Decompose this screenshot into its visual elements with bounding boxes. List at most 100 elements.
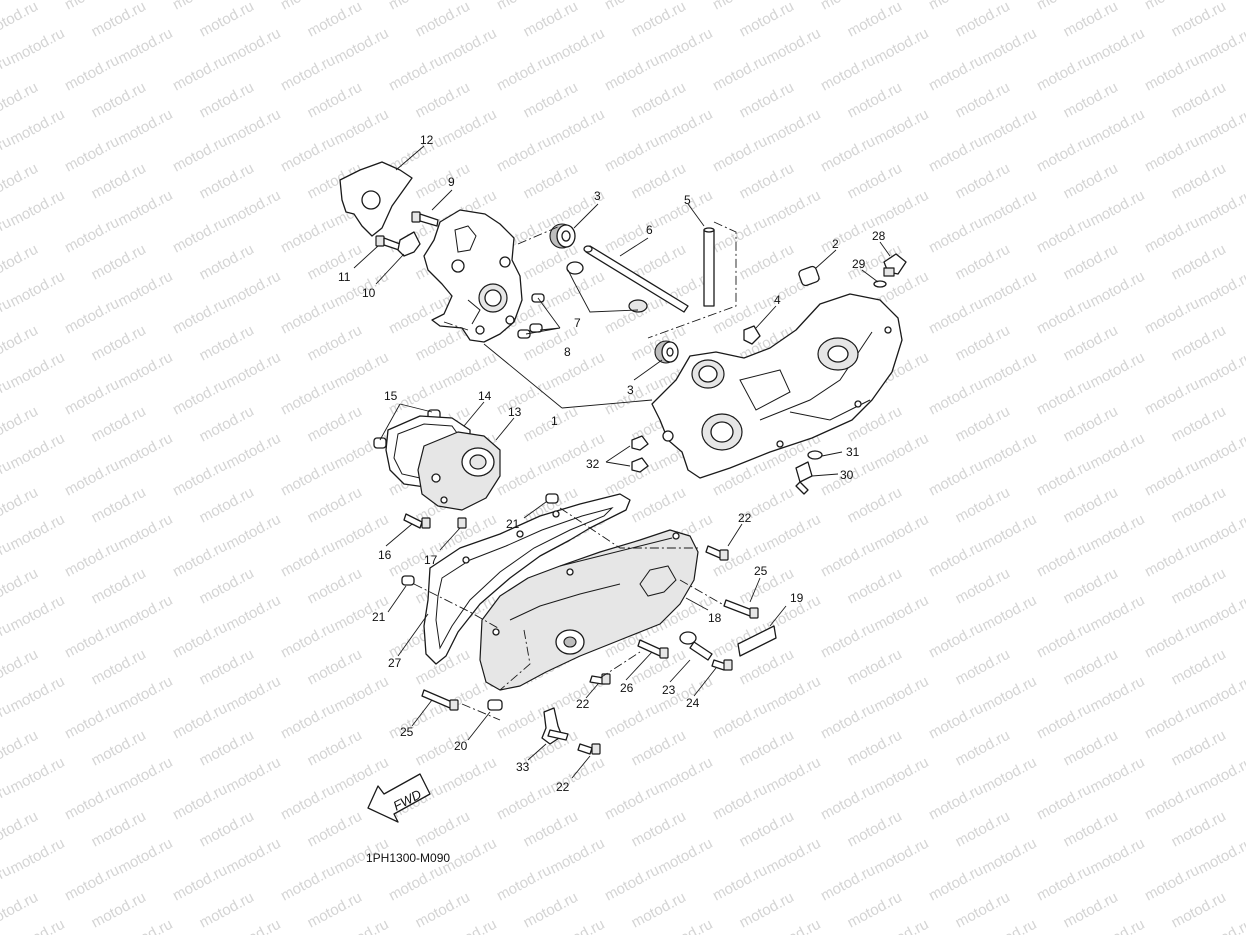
watermark-text: motod.ru xyxy=(926,781,986,824)
watermark-text: motod.ru xyxy=(89,484,149,527)
callout-25b: 25 xyxy=(400,725,414,739)
watermark-text: motod.ru xyxy=(278,538,338,581)
part-22-bolt-c xyxy=(577,743,601,755)
diagram-code: 1PH1300-M090 xyxy=(366,851,450,865)
watermark-text: motod.ru xyxy=(1195,916,1246,935)
callout-28: 28 xyxy=(872,229,886,243)
watermark-text: motod.ru xyxy=(1169,889,1229,932)
watermark-text: motod.ru xyxy=(979,916,1039,935)
watermark-text: motod.ru xyxy=(1195,268,1246,311)
part-8-dowels xyxy=(517,293,545,339)
part-24-bolt xyxy=(711,659,733,671)
part-22-bolt-a xyxy=(705,545,729,561)
watermark-text: motod.ru xyxy=(89,727,149,770)
watermark-text: motod.ru xyxy=(818,619,878,662)
watermark-text: motod.ru xyxy=(197,160,257,203)
watermark-text: motod.ru xyxy=(89,322,149,365)
watermark-text: motod.ru xyxy=(1195,349,1246,392)
watermark-text: motod.ru xyxy=(763,511,823,554)
watermark-text: motod.ru xyxy=(1034,619,1094,662)
watermark-text: motod.ru xyxy=(413,160,473,203)
watermark-text: motod.ru xyxy=(1195,835,1246,878)
watermark-text: motod.ru xyxy=(1169,808,1229,851)
watermark-text: motod.ru xyxy=(655,754,715,797)
watermark-text: motod.ru xyxy=(521,808,581,851)
watermark-text: motod.ru xyxy=(62,133,122,176)
callout-5: 5 xyxy=(684,193,691,207)
watermark-text: motod.ru xyxy=(170,214,230,257)
watermark-text: motod.ru xyxy=(1142,538,1202,581)
watermark-text: motod.ru xyxy=(1142,457,1202,500)
callout-22c: 22 xyxy=(556,780,570,794)
watermark-text: motod.ru xyxy=(305,484,365,527)
watermark-text: motod.ru xyxy=(1195,673,1246,716)
part-25-bolt-b xyxy=(421,689,459,711)
watermark-text: motod.ru xyxy=(1169,484,1229,527)
watermark-text: motod.ru xyxy=(305,727,365,770)
callout-15: 15 xyxy=(384,389,398,403)
callout-21b: 21 xyxy=(372,610,386,624)
watermark-text: motod.ru xyxy=(89,160,149,203)
watermark-text: motod.ru xyxy=(845,79,905,122)
watermark-text: motod.ru xyxy=(763,187,823,230)
watermark-text: motod.ru xyxy=(115,592,175,635)
part-27-gasket xyxy=(423,493,631,665)
watermark-text: motod.ru xyxy=(1142,214,1202,257)
watermark-text: motod.ru xyxy=(115,430,175,473)
watermark-text: motod.ru xyxy=(7,673,67,716)
part-18-crankcase-cover xyxy=(479,529,699,691)
watermark-text: motod.ru xyxy=(386,295,446,338)
watermark-text: motod.ru xyxy=(655,835,715,878)
watermark-text: motod.ru xyxy=(979,268,1039,311)
watermark-text: motod.ru xyxy=(62,295,122,338)
part-12-plate xyxy=(339,161,413,237)
watermark-text: motod.ru xyxy=(1034,295,1094,338)
watermark-text: motod.ru xyxy=(818,214,878,257)
watermark-text: motod.ru xyxy=(62,619,122,662)
watermark-text: motod.ru xyxy=(305,808,365,851)
watermark-text: motod.ru xyxy=(223,511,283,554)
watermark-text: motod.ru xyxy=(871,25,931,68)
watermark-text: motod.ru xyxy=(413,79,473,122)
callout-32: 32 xyxy=(586,457,600,471)
callout-33: 33 xyxy=(516,760,530,774)
watermark-text: motod.ru xyxy=(655,25,715,68)
watermark-text: motod.ru xyxy=(7,430,67,473)
watermark-text: motod.ru xyxy=(871,916,931,935)
watermark-text: motod.ru xyxy=(0,322,41,365)
watermark-text: motod.ru xyxy=(1169,403,1229,446)
part-10-clip xyxy=(397,231,421,257)
watermark-text: motod.ru xyxy=(1034,700,1094,743)
watermark-text: motod.ru xyxy=(1061,727,1121,770)
callout-30: 30 xyxy=(840,468,854,482)
watermark-text: motod.ru xyxy=(62,700,122,743)
watermark-text: motod.ru xyxy=(763,106,823,149)
watermark-text: motod.ru xyxy=(1034,133,1094,176)
watermark-text: motod.ru xyxy=(979,673,1039,716)
part-9-bolt xyxy=(411,211,439,227)
callout-8: 8 xyxy=(564,345,571,359)
watermark-text: motod.ru xyxy=(737,0,797,41)
watermark-text: motod.ru xyxy=(926,214,986,257)
watermark-text: motod.ru xyxy=(1195,430,1246,473)
watermark-text: motod.ru xyxy=(197,565,257,608)
part-4-fitting xyxy=(743,325,761,345)
watermark-text: motod.ru xyxy=(521,889,581,932)
watermark-text: motod.ru xyxy=(115,106,175,149)
watermark-text: motod.ru xyxy=(386,52,446,95)
watermark-text: motod.ru xyxy=(115,268,175,311)
watermark-text: motod.ru xyxy=(926,295,986,338)
watermark-text: motod.ru xyxy=(979,754,1039,797)
watermark-text: motod.ru xyxy=(547,349,607,392)
watermark-text: motod.ru xyxy=(979,187,1039,230)
part-33-bracket xyxy=(541,707,569,745)
watermark-text: motod.ru xyxy=(1169,0,1229,41)
watermark-text: motod.ru xyxy=(763,835,823,878)
watermark-text: motod.ru xyxy=(926,538,986,581)
watermark-text: motod.ru xyxy=(0,808,41,851)
watermark-text: motod.ru xyxy=(710,781,770,824)
watermark-text: motod.ru xyxy=(845,889,905,932)
watermark-text: motod.ru xyxy=(89,565,149,608)
watermark-text: motod.ru xyxy=(278,376,338,419)
